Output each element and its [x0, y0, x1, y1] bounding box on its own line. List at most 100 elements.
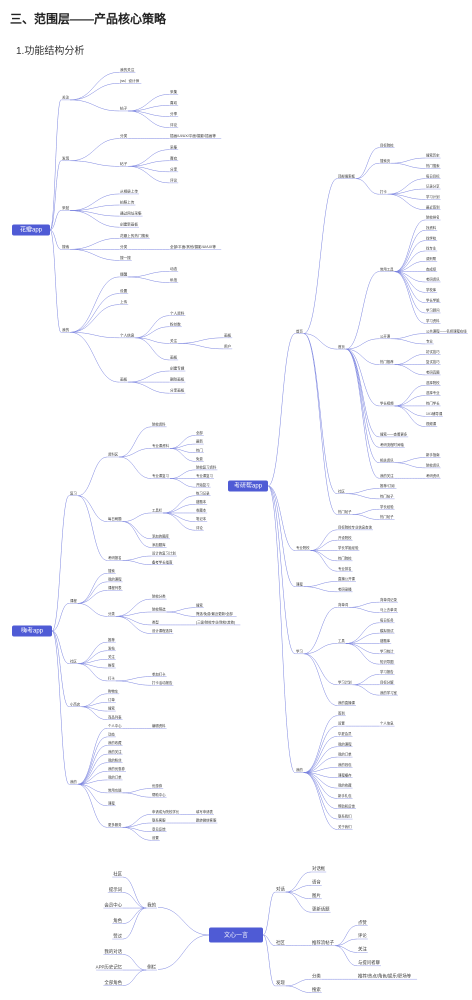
node-maps-1-children-0-children-1-children-0-children-7: 学校库	[426, 287, 437, 292]
node-maps-1-children-0-children-1-children-6-children-0: 新手指南	[426, 452, 440, 457]
connector-line	[355, 147, 380, 179]
root-node-wenxin: 文心一言	[209, 927, 263, 943]
connector-line	[303, 178, 338, 334]
connector-line	[51, 495, 70, 632]
connector-line	[394, 354, 426, 365]
root-node-yanbang: 考研帮app	[228, 480, 268, 492]
node-maps-1-children-0-children-3: 热门帖子	[338, 509, 352, 514]
connector-line	[128, 110, 170, 128]
connector-line	[122, 521, 152, 540]
node-maps-1-children-0-children-1-children-2-children-1: 复试技巧	[426, 359, 440, 364]
connector-line	[122, 814, 152, 828]
connector-line	[128, 276, 170, 283]
node-maps-3-children-2-children-1: 语音	[312, 879, 321, 886]
connector-line	[122, 954, 147, 971]
node-maps-1-children-2-children-0: 直播公开课	[338, 576, 356, 581]
page-title: 三、范围层——产品核心策略	[10, 12, 167, 26]
node-maps-2-children-3-children-0: 购物车	[108, 688, 119, 693]
node-maps-1-children-1-children-1: 开设院校	[338, 535, 352, 540]
node-maps-2-children-3-children-3: 商品列表	[108, 714, 122, 719]
connector-line	[267, 485, 296, 773]
node-maps-2-children-4-children-9-children-1: 联系客服	[152, 818, 166, 823]
node-maps-2-children-0-children-0-children-1-children-0: 全部	[196, 430, 203, 435]
connector-line	[70, 99, 120, 112]
node-maps-1-children-3-children-1-children-2: 错题库	[380, 638, 391, 643]
connector-line	[119, 448, 152, 458]
node-maps-0-children-0-children-2-children-3: 评论	[170, 122, 178, 127]
node-maps-1-children-3-children-2-children-0: 学习报告	[380, 669, 394, 674]
node-maps-1-children-4-children-11: 关于我们	[338, 824, 352, 829]
connector-line	[77, 603, 108, 617]
connector-line	[70, 249, 120, 261]
node-maps-3-children-1-children-2: 全部角色	[104, 979, 122, 986]
connector-line	[77, 495, 108, 561]
node-maps-1-children-3-children-1-children-0: 每日任务	[380, 617, 394, 622]
node-maps-2-children-1-children-3-children-1-children-1: 筛选/免费/最近更新/全部	[196, 611, 233, 616]
connector-line	[122, 969, 147, 986]
node-maps-1-children-0-children-1-children-4: 搜索——查看更多	[380, 432, 408, 437]
node-maps-2-children-0-children-1-children-0-children-4: 评论	[196, 525, 203, 530]
node-maps-0-children-0-children-2-children-2: 分享	[170, 111, 178, 116]
node-maps-2-children-0-children-2-children-1: 备考学长指南	[152, 559, 173, 564]
node-maps-2-children-4-children-2: 我的收藏	[108, 740, 122, 745]
node-maps-1-children-0-children-1-children-7: 我的关注	[380, 473, 394, 478]
connector-line	[70, 210, 120, 228]
connector-line	[81, 706, 108, 720]
node-maps-3-children-4-children-0-children-0: 推荐/热点/角色/娱乐/职场等	[358, 972, 412, 979]
connector-line	[262, 934, 276, 987]
node-maps-1-children-0-children-1-children-3-children-3: 1V1辅导课	[426, 411, 443, 416]
node-maps-2-children-2-children-4-children-0: 参加打卡	[152, 671, 166, 676]
node-maps-1-children-1-children-3: 热门院校	[338, 555, 352, 560]
connector-line	[394, 219, 426, 272]
connector-line	[303, 746, 338, 773]
node-maps-1-children-1-children-2: 学长学姐经验	[338, 545, 359, 550]
node-maps-1-children-4-children-4: 我的订单	[338, 752, 352, 757]
connector-line	[394, 271, 426, 314]
node-maps-0-children-4-children-0: 提醒	[120, 272, 128, 277]
connector-line	[303, 767, 338, 773]
connector-line	[334, 938, 358, 946]
node-maps-1-children-0-children-3-children-0: 学长经验	[380, 504, 394, 509]
connector-line	[394, 405, 426, 417]
node-maps-1-children-3: 学习	[296, 648, 303, 653]
connector-line	[352, 684, 380, 696]
connector-line	[128, 160, 170, 167]
node-maps-3-children-3-children-0: 推荐流帖子	[312, 939, 335, 946]
connector-line	[303, 607, 338, 655]
node-maps-2-children-1-children-3-children-3: 设计课程选择	[152, 628, 173, 633]
node-maps-2-children-4-children-0-children-0: 编辑资料	[152, 723, 166, 728]
node-maps-2-children-2: 社区	[70, 658, 77, 663]
connector-line	[352, 508, 380, 515]
node-maps-0-children-2-children-2: 通过网址采集	[120, 211, 142, 216]
node-maps-3-children-2: 对话	[276, 885, 285, 892]
connector-line	[122, 827, 152, 841]
node-maps-1-children-3-children-3: 我的直播课	[338, 700, 356, 705]
node-maps-1-children-0-children-1-children-3-children-4: 视频课	[426, 421, 437, 426]
connector-line	[70, 204, 120, 211]
node-maps-2-children-0: 复习	[70, 490, 77, 495]
node-maps-3-children-3-children-0-children-2: 关注	[358, 946, 367, 953]
node-maps-2-children-4-children-9-children-1-children-0: 跳转微信客服	[196, 818, 217, 823]
node-maps-1-children-3-children-1: 工具	[338, 638, 345, 643]
node-maps-1-children-0-children-1-children-0-children-2: 找学校	[426, 235, 437, 240]
node-maps-2-children-4-children-7-children-1: 帮助中心	[152, 792, 166, 797]
connector-line	[345, 493, 380, 500]
node-maps-0-children-3-children-2: 搜一搜	[120, 255, 131, 260]
connector-line	[122, 788, 152, 794]
node-maps-1-children-4-children-10: 联系我们	[338, 814, 352, 819]
node-maps-0-children-2-children-3: 创建新画板	[120, 222, 138, 227]
node-maps-1-children-0: 首页	[296, 328, 303, 333]
section-subtitle: 1.功能结构分析	[16, 46, 85, 57]
node-maps-2-children-0-children-0-children-1: 专业课资料	[152, 443, 170, 448]
connector-line	[345, 348, 380, 365]
node-maps-0-children-4-children-3-children-0: 个人资料	[170, 310, 185, 315]
connector-line	[77, 762, 108, 785]
node-maps-1-children-0-children-1-children-2-children-0: 初试技巧	[426, 349, 440, 354]
node-maps-2-children-1-children-3-children-0: 院校分类	[152, 594, 166, 599]
node-maps-3-children-3-children-0-children-3: 与提问者聊	[358, 959, 381, 966]
node-maps-3-children-0-children-3: 角色	[113, 917, 122, 924]
node-maps-0-children-4-children-4-children-1: 删除画板	[170, 377, 185, 382]
node-maps-3-children-1-children-1: APP历史记忆	[96, 963, 123, 970]
connector-line	[394, 457, 426, 463]
node-maps-2-children-4-children-7: 常用功能	[108, 788, 122, 793]
